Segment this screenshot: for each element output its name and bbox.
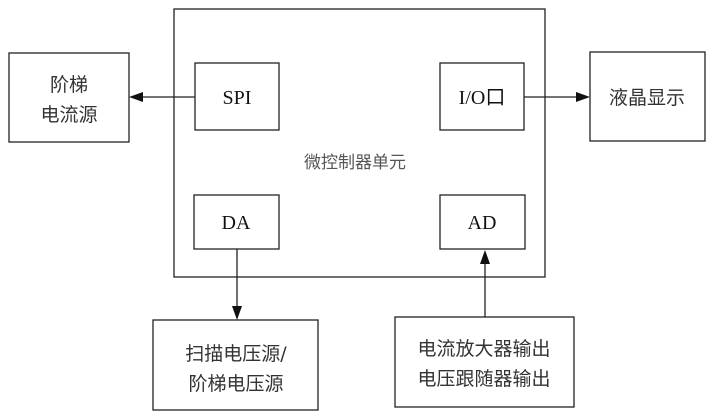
io-port-label: I/O口 xyxy=(459,87,506,109)
microcontroller-unit-label: 微控制器单元 xyxy=(304,153,406,173)
scan-voltage-source-block xyxy=(152,319,319,411)
da-label: DA xyxy=(222,212,251,234)
spi-block xyxy=(194,62,280,131)
lcd-display-label: 液晶显示 xyxy=(609,87,685,109)
lcd-display-block xyxy=(589,51,706,142)
io-port-block xyxy=(439,62,525,131)
spi-label: SPI xyxy=(223,87,252,109)
arrowhead-left-icon xyxy=(129,92,143,102)
scan-voltage-source-line-2: 阶梯电压源 xyxy=(188,373,283,395)
step-current-source-line-1: 阶梯 xyxy=(50,74,88,96)
arrowhead-down-icon xyxy=(232,306,242,320)
ad-block xyxy=(439,194,526,250)
amplifier-output-line-1: 电流放大器输出 xyxy=(417,338,550,360)
amplifier-output-line-2: 电压跟随器输出 xyxy=(417,368,550,390)
arrowhead-up-icon xyxy=(480,250,490,264)
da-block xyxy=(193,194,280,250)
step-current-source-line-2: 电流源 xyxy=(40,104,97,126)
scan-voltage-source-line-1: 扫描电压源/ xyxy=(185,343,287,365)
arrowhead-right-icon xyxy=(576,92,590,102)
step-current-source-block xyxy=(8,52,130,143)
amplifier-output-block xyxy=(394,316,575,408)
ad-label: AD xyxy=(468,212,497,234)
